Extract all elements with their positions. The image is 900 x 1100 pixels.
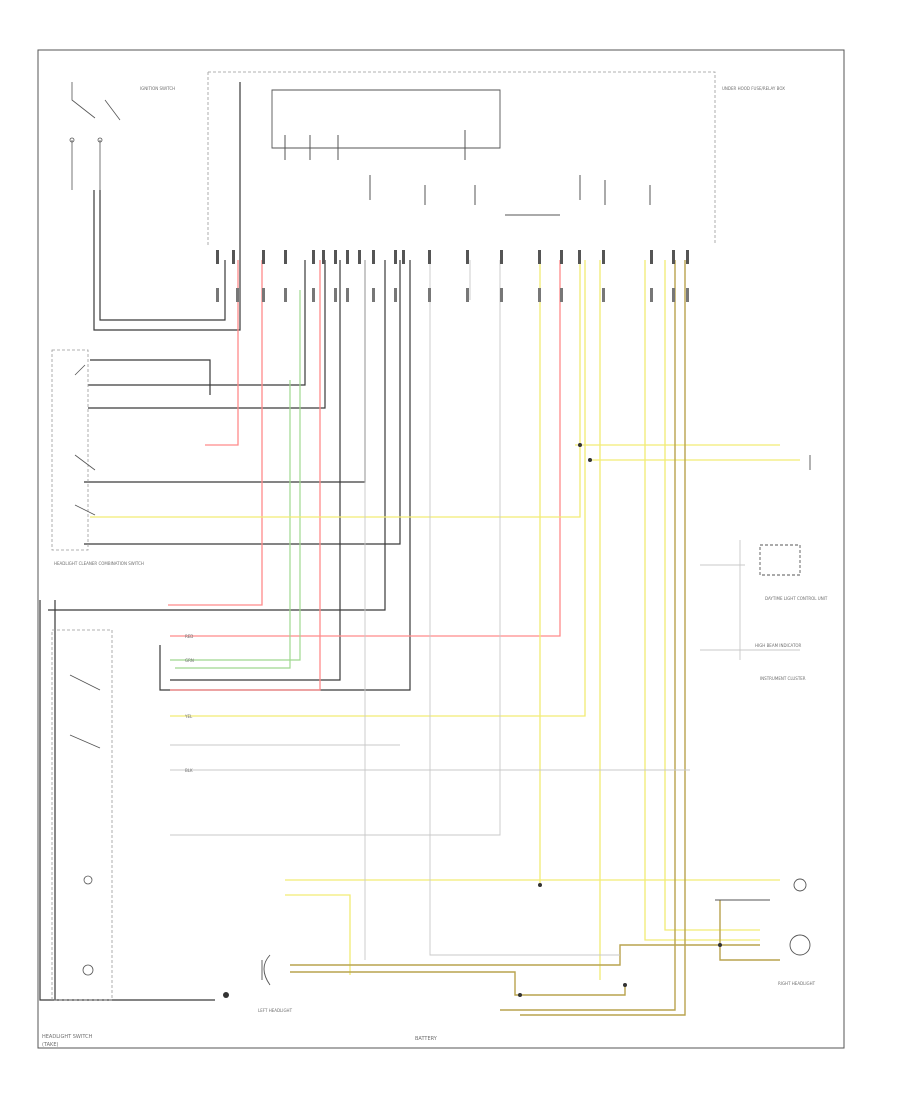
left-switch-contacts [69, 364, 101, 976]
ground-symbol [223, 992, 229, 998]
fuse-box-label: UNDER HOOD FUSE/RELAY BOX [722, 86, 785, 91]
footer-center-label: BATTERY [415, 1036, 438, 1042]
ignition-switch-label: IGNITION SWITCH [140, 86, 175, 91]
olive-wires [290, 260, 780, 1016]
instrument-cluster-label: INSTRUMENT CLUSTER [760, 676, 806, 681]
left-headlight-label: LEFT HEADLIGHT [258, 1008, 293, 1013]
yellow-wires [90, 260, 800, 980]
left-headlight-symbol [261, 954, 271, 986]
daytime-light-label: DAYTIME LIGHT CONTROL UNIT [765, 596, 828, 601]
wire-code-blk: BLK [185, 768, 193, 773]
black-wires [39, 82, 411, 1001]
cleaner-switch-label: HEADLIGHT CLEANER COMBINATION SWITCH [54, 561, 144, 566]
junction-dots [518, 443, 722, 997]
green-wires [170, 290, 301, 669]
fuse-markers [284, 130, 651, 205]
wire-code-yel: YEL [184, 714, 193, 719]
diagram-frame [37, 49, 845, 1049]
grey-wires [170, 260, 800, 960]
connector-pins-second-row [216, 288, 689, 302]
fuse-relay-box [207, 71, 716, 245]
footer-left-label-2: (TAKE) [42, 1042, 58, 1048]
relay-box-inner [271, 89, 560, 216]
connector-pins-top [216, 250, 689, 264]
red-wires [168, 260, 561, 691]
right-headlight-label: RIGHT HEADLIGHT [778, 981, 816, 986]
wire-code-red: RED [185, 634, 193, 639]
high-beam-label: HIGH BEAM INDICATOR [755, 643, 802, 648]
left-switch-panels [51, 349, 113, 1001]
right-components [715, 455, 811, 956]
wire-code-grn: GRN [185, 658, 194, 663]
footer-left-label-1: HEADLIGHT SWITCH [42, 1034, 93, 1040]
headlight-switch-symbol [69, 82, 121, 190]
